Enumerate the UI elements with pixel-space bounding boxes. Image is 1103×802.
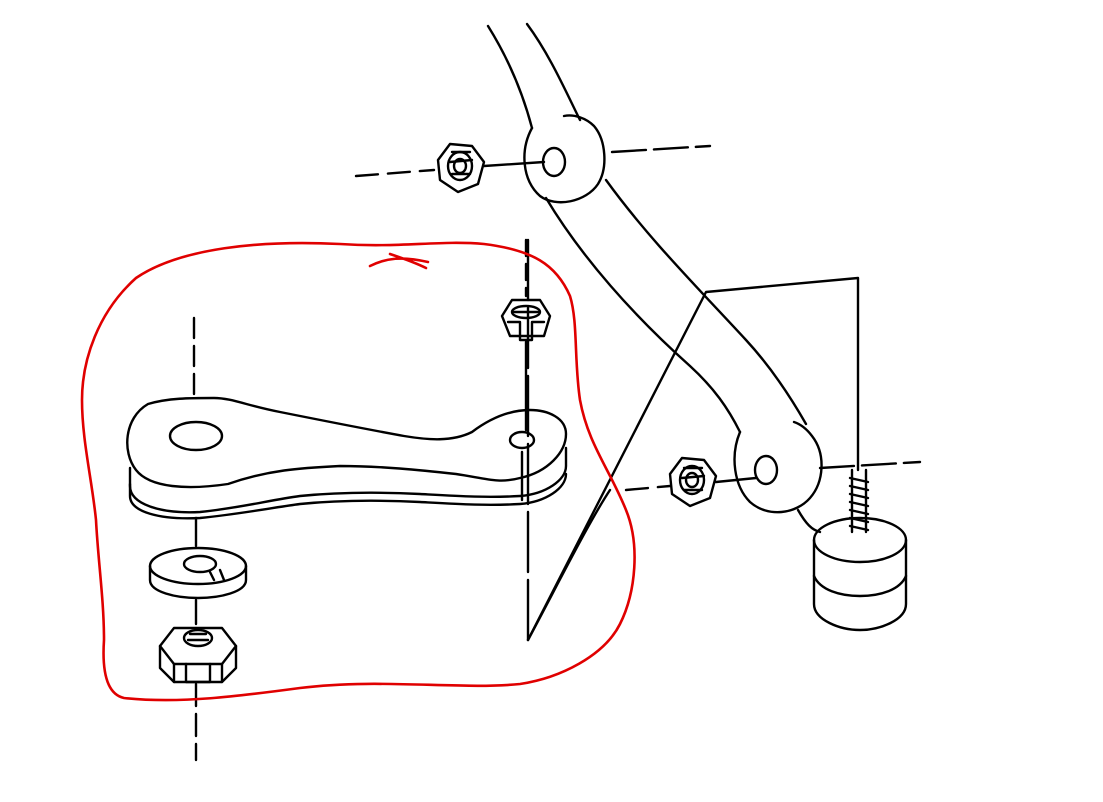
upper-arm-nut [354,142,546,194]
upper-lock-nut [500,238,552,432]
lower-washer [148,516,248,600]
stud-bushing [812,468,908,632]
red-x-mark [368,252,430,270]
idler-arm-link [126,316,568,520]
lower-arm-nut [624,456,758,508]
red-highlight-circle [80,241,636,702]
lower-hex-nut [158,598,238,762]
guide-plane [526,238,860,642]
